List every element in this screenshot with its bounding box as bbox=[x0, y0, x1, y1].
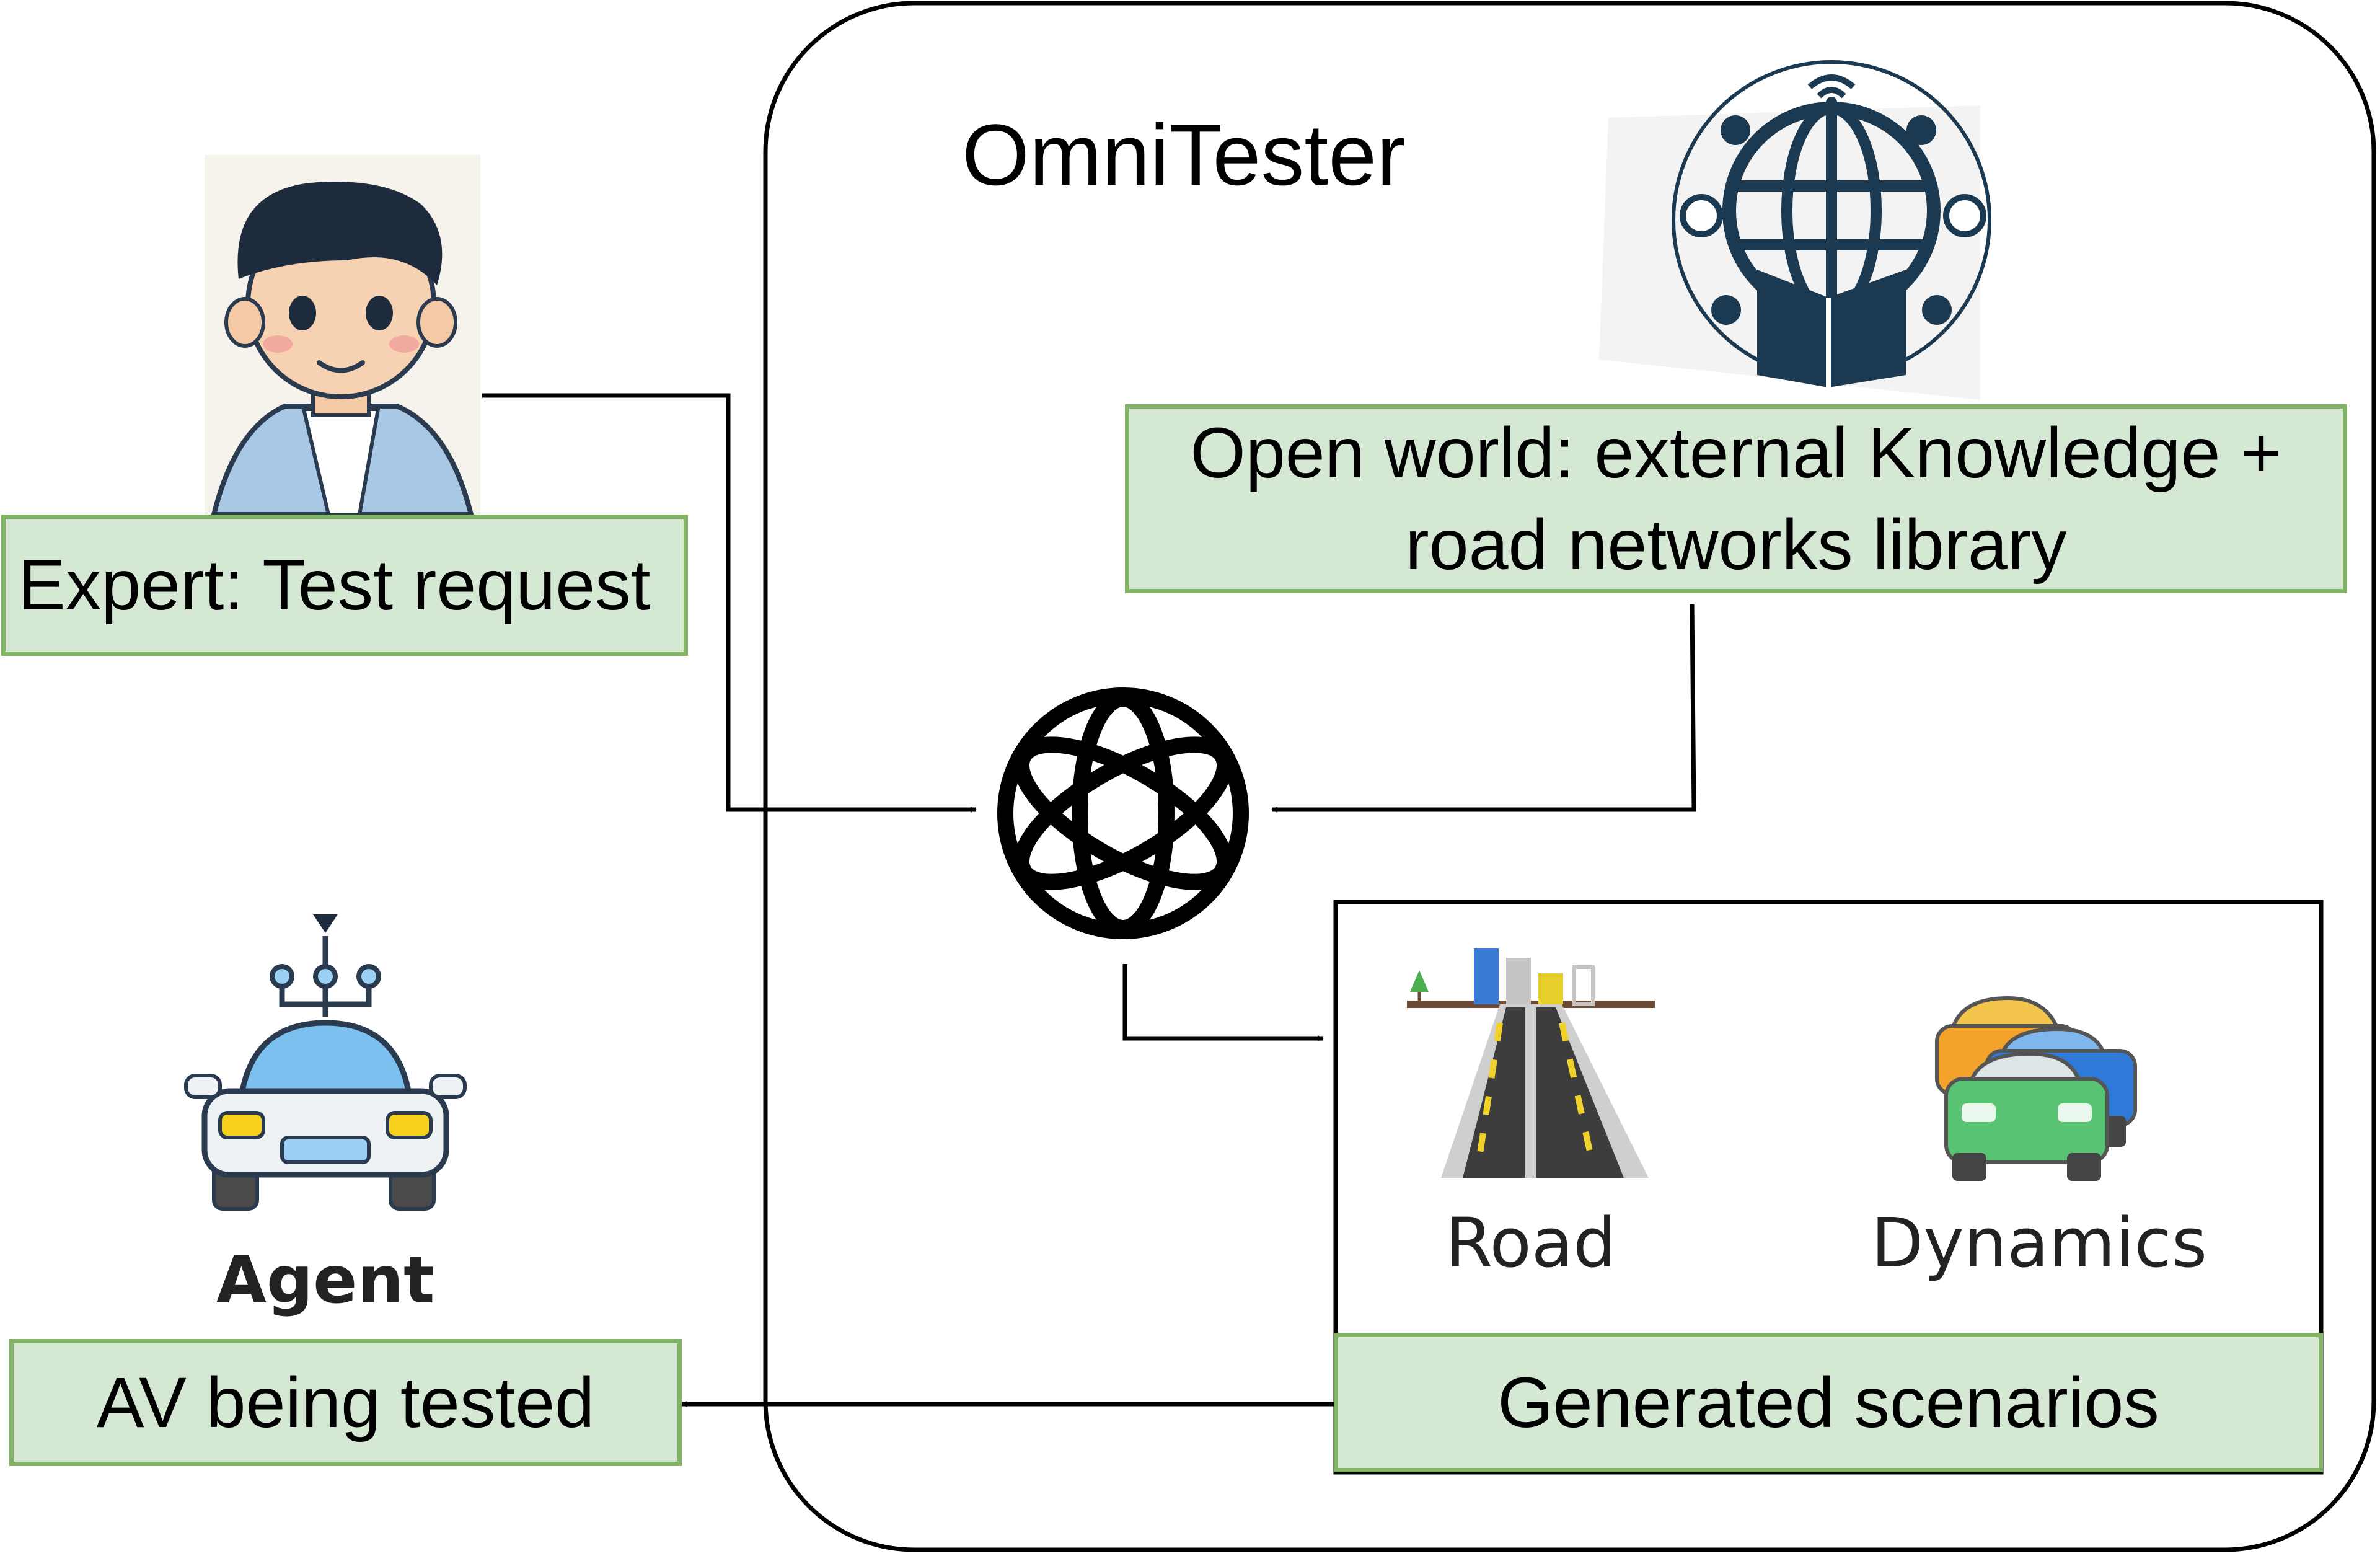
expert-label: Expert: Test request bbox=[1, 515, 688, 656]
expert-avatar-icon bbox=[205, 155, 480, 517]
expert-to-llm-arrow bbox=[482, 393, 977, 813]
llm-to-scenarios-arrow bbox=[1122, 964, 1324, 1041]
open-world-label: Open world: external Knowledge + road ne… bbox=[1125, 404, 2347, 593]
knowledge-globe-icon bbox=[1599, 60, 1991, 400]
av-being-tested-label: AV being tested bbox=[9, 1339, 682, 1466]
road-caption: Road bbox=[1445, 1203, 1617, 1283]
agent-caption: Agent bbox=[216, 1242, 435, 1318]
omnitester-container bbox=[763, 1, 2376, 1552]
open-world-line-2: road networks library bbox=[1405, 505, 2067, 585]
llm-logo-icon bbox=[997, 687, 1249, 939]
openworld-to-llm-arrow bbox=[1271, 604, 1696, 813]
dynamics-cars-icon bbox=[1935, 996, 2137, 1181]
omnitester-title: OmniTester bbox=[962, 106, 1406, 203]
road-icon bbox=[1407, 948, 1655, 1178]
open-world-line-1: Open world: external Knowledge + bbox=[1190, 413, 2282, 493]
agent-car-icon bbox=[184, 914, 467, 1211]
generated-scenarios-label: Generated scenarios bbox=[1334, 1333, 2323, 1472]
dynamics-caption: Dynamics bbox=[1871, 1203, 2208, 1283]
